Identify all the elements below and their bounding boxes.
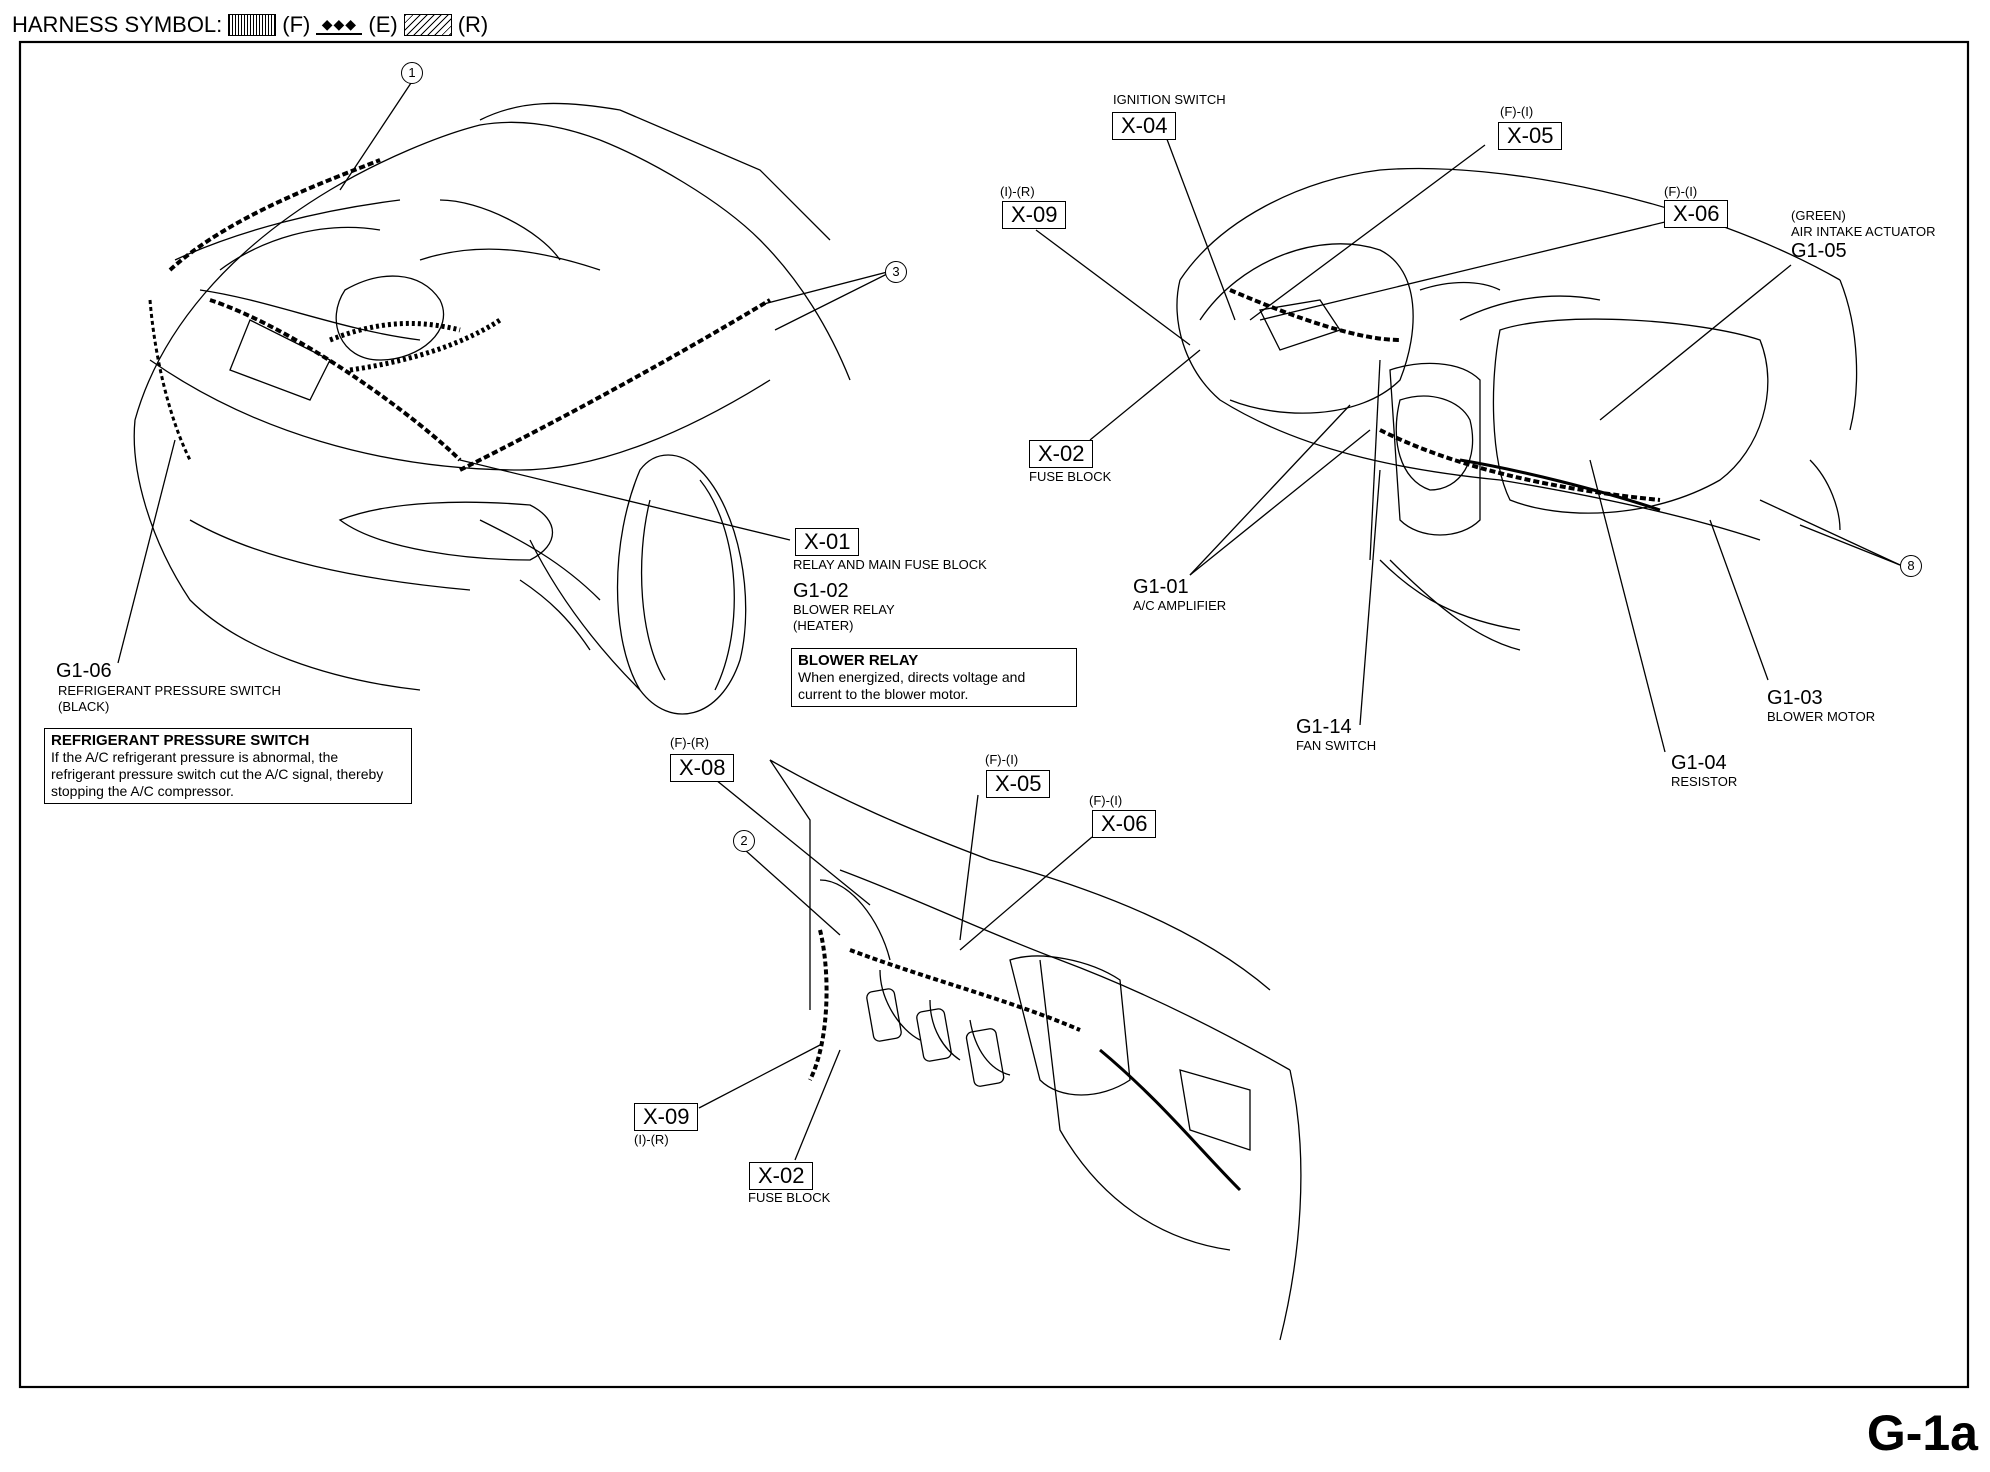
x06-cabin-tag: (F)-(I): [1089, 793, 1123, 808]
x05-dash-tag: (F)-(I): [1500, 104, 1534, 119]
page-code: G-1a: [1866, 1405, 1978, 1461]
x02-cabin-description: FUSE BLOCK: [748, 1190, 831, 1205]
harness-symbol-legend: HARNESS SYMBOL: (F) ◆◆◆ (E) (R): [12, 12, 488, 38]
connector-g114: G1-14: [1296, 716, 1352, 738]
harness-symbol-label: HARNESS SYMBOL:: [12, 12, 223, 37]
connector-g102: G1-02: [793, 580, 849, 602]
connector-x09-cabin: X-09: [634, 1103, 699, 1131]
cabin-drawing: [769, 759, 1302, 1341]
blower-relay-note-text: When energized, directs voltage and curr…: [798, 669, 1026, 702]
leader-lines: [117, 82, 1901, 1161]
g103-description: BLOWER MOTOR: [1767, 709, 1876, 724]
x05-cabin-tag: (F)-(I): [985, 752, 1019, 767]
x01-description: RELAY AND MAIN FUSE BLOCK: [793, 557, 987, 572]
connector-x04: X-04: [1112, 112, 1177, 140]
g104-description: RESISTOR: [1671, 774, 1738, 789]
callout-2: 2: [733, 830, 755, 852]
connector-x06-cabin: X-06: [1092, 810, 1157, 838]
callout-3: 3: [885, 261, 907, 283]
x08-tag: (F)-(R): [670, 735, 709, 750]
refrigerant-note-text: If the A/C refrigerant pressure is abnor…: [51, 749, 384, 799]
x09-cabin-tag: (I)-(R): [634, 1132, 669, 1147]
engine-bay-drawing: [133, 102, 851, 715]
connector-x02-cabin: X-02: [749, 1162, 814, 1190]
connector-x08: X-08: [670, 754, 735, 782]
g102-description: BLOWER RELAY: [793, 602, 895, 617]
refrigerant-note-title: REFRIGERANT PRESSURE SWITCH: [51, 732, 310, 749]
x09-dash-tag: (I)-(R): [1000, 184, 1035, 199]
g114-description: FAN SWITCH: [1296, 738, 1377, 753]
front-harness-symbol-icon: [228, 14, 277, 36]
blower-relay-note-title: BLOWER RELAY: [798, 652, 919, 669]
connector-g101: G1-01: [1133, 576, 1189, 598]
rear-harness-symbol-icon: [403, 14, 452, 36]
callout-1: 1: [401, 62, 423, 84]
engine-harness-label: (E): [368, 12, 398, 37]
g102-description-2: (HEATER): [793, 618, 854, 633]
connector-x02-dash: X-02: [1029, 440, 1094, 468]
g105-description-2: AIR INTAKE ACTUATOR: [1791, 224, 1936, 239]
x04-description: IGNITION SWITCH: [1113, 92, 1226, 107]
connector-g104: G1-04: [1671, 752, 1727, 774]
connector-x09-dash: X-09: [1002, 201, 1067, 229]
connector-g106: G1-06: [56, 660, 112, 682]
g106-description: REFRIGERANT PRESSURE SWITCH: [58, 683, 281, 698]
x02-dash-description: FUSE BLOCK: [1029, 469, 1112, 484]
engine-harness-symbol-icon: ◆◆◆: [316, 15, 363, 35]
g106-description-2: (BLACK): [58, 699, 110, 714]
front-harness-label: (F): [282, 12, 311, 37]
diagram-frame: [18, 40, 1970, 1389]
refrigerant-pressure-switch-note: REFRIGERANT PRESSURE SWITCH If the A/C r…: [44, 728, 412, 804]
rear-harness-label: (R): [457, 12, 489, 37]
g101-description: A/C AMPLIFIER: [1133, 598, 1227, 613]
connector-x06-dash: X-06: [1664, 200, 1729, 228]
g105-description: (GREEN): [1791, 208, 1846, 223]
connector-g103: G1-03: [1767, 687, 1823, 709]
connector-x05-dash: X-05: [1498, 122, 1563, 150]
connector-x05-cabin: X-05: [986, 770, 1051, 798]
connector-x01: X-01: [795, 528, 860, 556]
connector-g105: G1-05: [1791, 240, 1847, 262]
dashboard-drawing: [1176, 167, 1858, 651]
callout-8: 8: [1900, 555, 1922, 577]
x06-dash-tag: (F)-(I): [1664, 184, 1698, 199]
blower-relay-note: BLOWER RELAY When energized, directs vol…: [791, 648, 1077, 707]
